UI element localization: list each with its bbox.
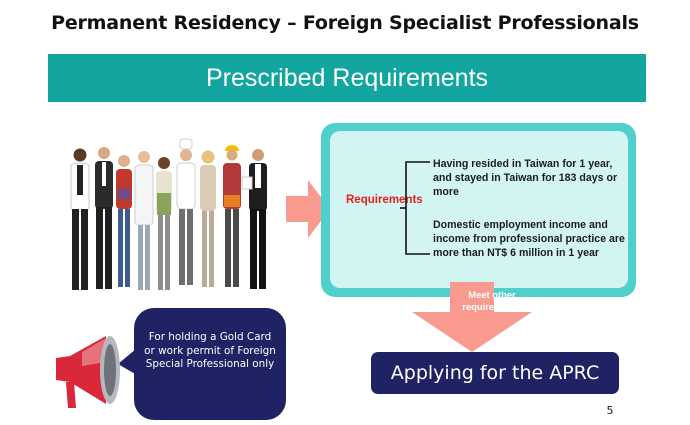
professionals-group-image (70, 138, 267, 290)
gold-card-note: For holding a Gold Card or work permit o… (144, 331, 276, 370)
slide-title: Permanent Residency – Foreign Specialist… (51, 12, 639, 34)
page-number: 5 (606, 404, 614, 417)
aprc-box: Applying for the APRC (371, 352, 619, 394)
section-banner: Prescribed Requirements (48, 54, 646, 102)
gold-card-bubble (134, 308, 286, 420)
right-arrow-icon (286, 180, 330, 238)
requirement-residence: Having resided in Taiwan for 1 year, and… (433, 158, 618, 198)
requirements-label: Requirements (346, 194, 423, 206)
bracket-connector (400, 161, 430, 255)
requirement-income: Domestic employment income and income fr… (433, 219, 625, 259)
requirements-panel-inner (330, 131, 628, 288)
megaphone-icon (56, 336, 120, 408)
down-arrow-icon (412, 282, 532, 352)
down-arrow-label: Meet other requirements (462, 289, 522, 312)
